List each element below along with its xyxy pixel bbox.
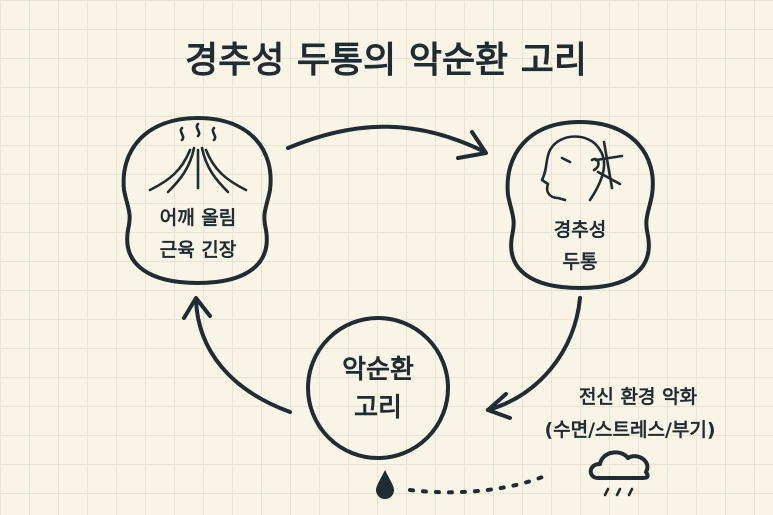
water-drop-icon [376, 470, 394, 499]
factor-label-line1: 전신 환경 악화 [579, 386, 698, 408]
dotted-connector [408, 474, 547, 495]
tense-shoulders-icon [148, 122, 248, 194]
head-pain-icon [540, 135, 624, 202]
node-cervicogenic-headache: 경추성 두통 [505, 120, 655, 290]
environment-factor: 전신 환경 악화 (수면/스트레스/부기) [544, 386, 716, 497]
cycle-label-line2: 고리 [354, 393, 402, 423]
node-vicious-cycle: 악순환 고리 [306, 316, 450, 460]
headache-label-line2: 두통 [563, 251, 598, 273]
factor-label-line2: (수면/스트레스/부기) [544, 419, 715, 441]
shoulder-label-line1: 어깨 올림 [160, 207, 237, 229]
rain-cloud-icon [588, 450, 650, 497]
cycle-label-line1: 악순환 [342, 355, 414, 385]
arrow-shoulder-to-headache [286, 124, 488, 160]
arrow-cycle-to-shoulder [182, 296, 292, 414]
arrow-headache-to-cycle [486, 296, 582, 420]
headache-label-line1: 경추성 [554, 219, 606, 241]
node-shoulder-tension: 어깨 올림 근육 긴장 [121, 116, 273, 285]
diagram-title: 경추성 두통의 악순환 고리 [185, 40, 587, 81]
shoulder-label-line2: 근육 긴장 [160, 239, 237, 261]
